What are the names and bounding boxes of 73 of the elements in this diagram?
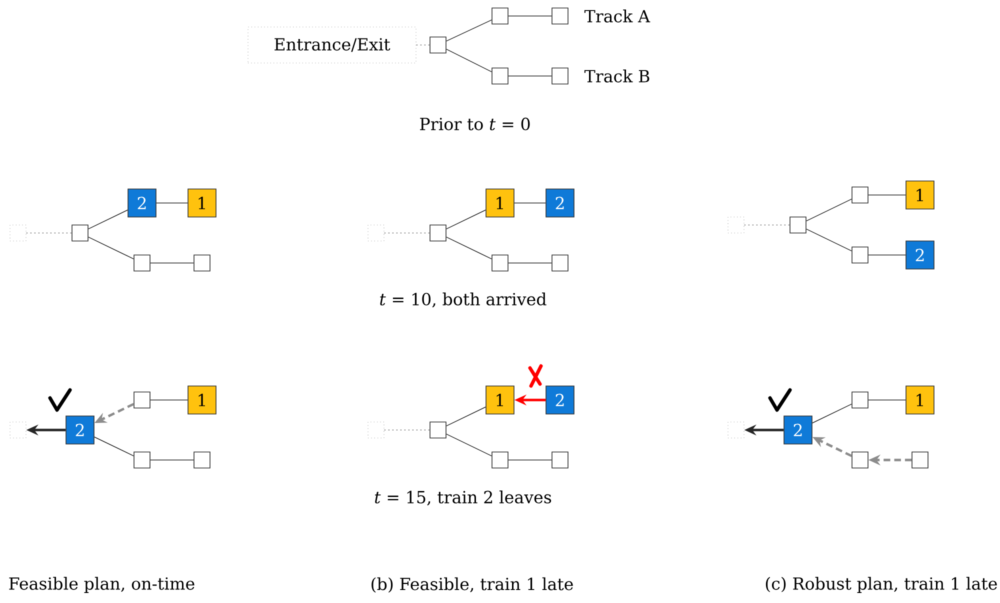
train-box: 2 bbox=[784, 416, 812, 444]
entrance-box bbox=[368, 422, 384, 438]
train-box: 2 bbox=[546, 386, 574, 414]
train-box: 2 bbox=[66, 416, 94, 444]
track-box bbox=[852, 392, 868, 408]
connector-line bbox=[446, 20, 492, 42]
train-box: 1 bbox=[486, 188, 514, 218]
entrance-box bbox=[10, 422, 26, 438]
entrance-box: Entrance/Exit bbox=[248, 26, 416, 64]
train-box: 2 bbox=[128, 188, 156, 218]
connector-line bbox=[384, 429, 430, 431]
connector-line bbox=[94, 436, 134, 456]
track-box bbox=[552, 68, 568, 84]
entrance-box bbox=[10, 224, 26, 242]
connector-line bbox=[868, 254, 906, 256]
connector-line bbox=[26, 232, 72, 234]
track-box bbox=[552, 254, 568, 272]
track-box bbox=[72, 224, 88, 242]
track-box bbox=[852, 186, 868, 204]
train-box: 1 bbox=[906, 180, 934, 210]
track-label: Track A bbox=[584, 10, 650, 22]
train-box: 1 bbox=[188, 386, 216, 414]
track-label: Track B bbox=[584, 70, 650, 82]
connector-line bbox=[446, 434, 492, 456]
caption: t = 10, both arrived bbox=[380, 292, 546, 308]
connector-line bbox=[806, 228, 852, 252]
connector-line bbox=[88, 210, 128, 230]
track-box bbox=[492, 254, 508, 272]
connector-line bbox=[868, 194, 906, 196]
track-box bbox=[134, 254, 150, 272]
train-box: 1 bbox=[906, 386, 934, 414]
connector-line bbox=[384, 232, 430, 234]
caption: t = 15, train 2 leaves bbox=[374, 490, 552, 506]
entrance-box bbox=[728, 216, 744, 234]
connector-line bbox=[508, 262, 552, 264]
connector-line bbox=[446, 48, 492, 72]
track-box bbox=[852, 452, 868, 468]
connector-line bbox=[156, 202, 188, 204]
train-box: 2 bbox=[906, 240, 934, 270]
track-box bbox=[430, 422, 446, 438]
track-box bbox=[912, 452, 928, 468]
caption: (b) Feasible, train 1 late bbox=[372, 577, 573, 593]
track-box bbox=[194, 452, 210, 468]
track-box bbox=[134, 392, 150, 408]
train-box: 1 bbox=[188, 188, 216, 218]
track-box bbox=[492, 8, 508, 24]
connector-line bbox=[514, 202, 546, 204]
track-box bbox=[134, 452, 150, 468]
caption: Feasible plan, on-time bbox=[9, 576, 194, 594]
caption: (c) Robust plan, train 1 late bbox=[766, 576, 997, 594]
connector-line bbox=[416, 44, 430, 46]
connector-line bbox=[744, 224, 790, 226]
track-box bbox=[194, 254, 210, 272]
connector-line bbox=[88, 236, 134, 260]
entrance-box bbox=[368, 224, 384, 242]
train-box: 2 bbox=[546, 188, 574, 218]
connector-line bbox=[446, 406, 486, 426]
connector-line bbox=[806, 198, 852, 222]
track-box bbox=[430, 224, 446, 242]
connector-line bbox=[150, 262, 194, 264]
train-box: 1 bbox=[486, 386, 514, 414]
track-box bbox=[552, 452, 568, 468]
track-box bbox=[430, 36, 446, 54]
track-box bbox=[790, 216, 806, 234]
caption: Prior to t = 0 bbox=[420, 118, 530, 130]
entrance-box bbox=[728, 422, 744, 438]
connector-line bbox=[446, 236, 492, 260]
track-box bbox=[552, 8, 568, 24]
track-box bbox=[492, 68, 508, 84]
track-box bbox=[852, 246, 868, 264]
track-box bbox=[492, 452, 508, 468]
connector-line bbox=[446, 210, 486, 230]
connector-line bbox=[812, 404, 852, 424]
